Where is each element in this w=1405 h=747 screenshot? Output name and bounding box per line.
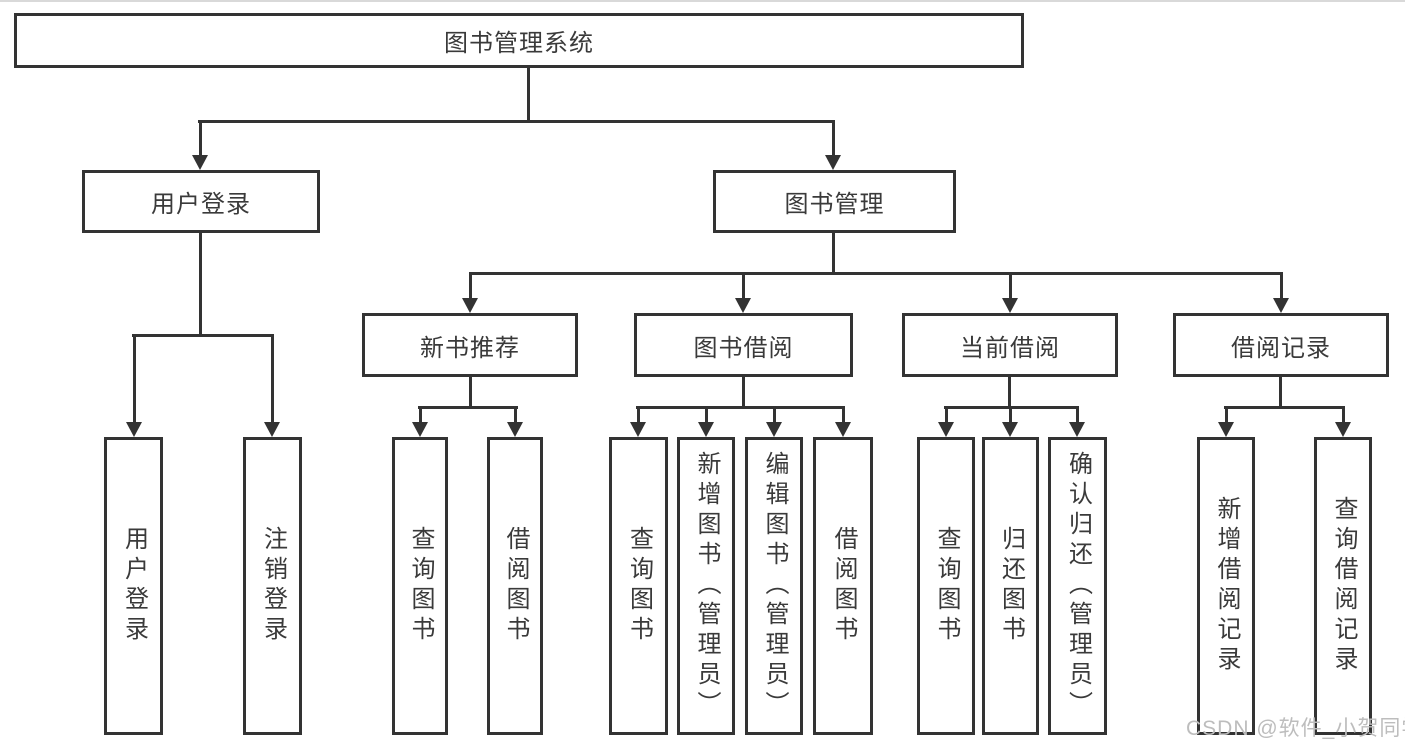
connector-book-borrow-branch [636,406,845,409]
node-book-mgmt: 图书管理 [713,170,956,233]
leaf-user-login: 用户登录 [104,437,163,735]
node-new-book-rec: 新书推荐 [362,313,578,377]
arrow-to-cb-confirm [1069,406,1085,437]
arrow-to-bb-borrow [835,406,851,437]
connector-new-book-rec-branch [418,406,518,409]
connector-borrow-records-stem [1279,377,1282,407]
arrow-to-cb-return [1002,406,1018,437]
arrow-to-user-login [192,120,208,170]
leaf-cb-query-book-label: 查询图书 [933,526,960,646]
connector-book-mgmt-stem [832,233,835,272]
leaf-cb-return-book: 归还图书 [982,437,1039,735]
arrow-to-nbr-borrow [507,406,523,437]
node-new-book-rec-label: 新书推荐 [420,334,520,362]
connector-book-borrow-stem [742,377,745,407]
arrow-to-new-book-rec [462,272,478,313]
leaf-bb-add-book: 新增图书（管理员） [677,437,735,735]
connector-borrow-records-branch [1224,406,1345,409]
arrow-to-br-query [1335,406,1351,437]
node-root: 图书管理系统 [14,13,1024,68]
connector-book-mgmt-branch [469,272,1282,275]
leaf-bb-query-book: 查询图书 [609,437,668,735]
arrow-to-nbr-query [412,406,428,437]
connector-new-book-rec-stem [469,377,472,407]
leaf-br-query-record: 查询借阅记录 [1314,437,1372,735]
leaf-bb-add-book-label: 新增图书（管理员） [693,451,720,721]
arrow-to-book-mgmt [825,120,841,170]
connector-user-login-branch [132,334,273,337]
leaf-cb-confirm-return-label: 确认归还（管理员） [1064,451,1092,721]
node-borrow-records: 借阅记录 [1173,313,1389,377]
leaf-user-login-label: 用户登录 [120,526,148,646]
node-root-label: 图书管理系统 [444,30,594,57]
leaf-br-query-record-label: 查询借阅记录 [1330,496,1357,676]
arrow-to-cb-query [938,406,954,437]
node-current-borrow-label: 当前借阅 [960,334,1060,362]
leaf-nbr-borrow-book: 借阅图书 [487,437,543,735]
leaf-cb-return-book-label: 归还图书 [997,526,1025,646]
arrow-to-bb-query [630,406,646,437]
leaf-logout: 注销登录 [243,437,302,735]
leaf-cb-confirm-return: 确认归还（管理员） [1048,437,1107,735]
leaf-nbr-borrow-book-label: 借阅图书 [502,526,529,646]
node-book-borrow-label: 图书借阅 [693,334,794,362]
node-user-login: 用户登录 [82,170,320,233]
leaf-br-add-record: 新增借阅记录 [1197,437,1255,735]
connector-user-login-stem [199,233,202,334]
arrow-to-bb-add [698,406,714,437]
node-user-login-label: 用户登录 [151,191,251,218]
node-book-borrow: 图书借阅 [634,313,853,377]
leaf-cb-query-book: 查询图书 [917,437,975,735]
csdn-watermark: CSDN @软件_小贺同学 [1186,717,1405,740]
arrow-to-borrow-records [1273,272,1289,313]
connector-root-branch [198,120,835,123]
arrow-to-bb-edit [766,406,782,437]
leaf-bb-query-book-label: 查询图书 [625,526,653,646]
leaf-logout-label: 注销登录 [259,526,287,646]
arrow-to-leaf-logout [264,334,280,437]
leaf-bb-edit-book: 编辑图书（管理员） [745,437,803,735]
leaf-bb-borrow-book-label: 借阅图书 [830,526,857,646]
arrow-to-br-add [1218,406,1234,437]
leaf-nbr-query-book-label: 查询图书 [407,526,434,646]
arrow-to-current-borrow [1002,272,1018,313]
arrow-to-book-borrow [735,272,751,313]
arrow-to-leaf-user-login [126,334,142,437]
connector-current-borrow-stem [1008,377,1011,407]
leaf-nbr-query-book: 查询图书 [392,437,448,735]
page-top-divider [0,0,1405,2]
leaf-bb-borrow-book: 借阅图书 [813,437,873,735]
connector-current-borrow-branch [944,406,1079,409]
node-book-mgmt-label: 图书管理 [784,191,885,218]
connector-root-stem [527,68,530,120]
node-borrow-records-label: 借阅记录 [1231,334,1331,362]
leaf-bb-edit-book-label: 编辑图书（管理员） [761,451,788,721]
leaf-br-add-record-label: 新增借阅记录 [1213,496,1240,676]
node-current-borrow: 当前借阅 [902,313,1118,377]
